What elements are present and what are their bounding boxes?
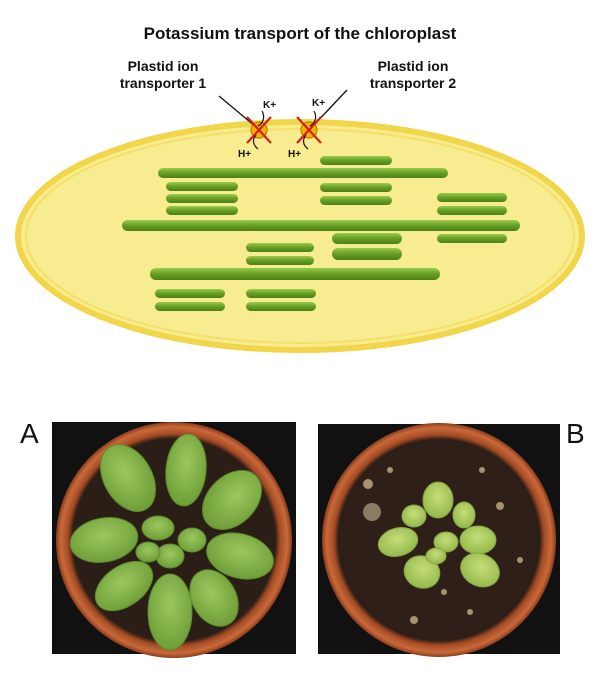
transporter-2-label: Plastid ion transporter 2: [348, 58, 478, 92]
granum-disc: [155, 302, 225, 311]
granum-disc: [166, 194, 238, 203]
transporter-2-k-ion: K+: [312, 98, 325, 109]
stroma-lamella: [158, 168, 448, 178]
granum-disc: [437, 193, 507, 202]
granum-disc: [320, 156, 392, 165]
stroma-lamella: [150, 268, 440, 280]
granum-disc: [166, 182, 238, 191]
transporter-1: K+ H+: [218, 95, 276, 160]
plant-mutant-photo: [318, 423, 560, 657]
panel-a-letter: A: [20, 418, 39, 449]
transporter-1-k-ion: K+: [263, 100, 276, 111]
diagram-title: Potassium transport of the chloroplast: [143, 24, 457, 43]
transporter-2-h-ion: H+: [288, 149, 301, 160]
cross-icon: [296, 116, 322, 144]
chloroplast-inner-membrane: [25, 128, 575, 344]
granum-disc: [332, 233, 402, 244]
k-arrow-icon: [257, 110, 265, 127]
granum-disc: [320, 196, 392, 205]
transporter-1-label-line2: transporter 1: [119, 75, 207, 91]
granum-disc: [246, 256, 314, 265]
granum-disc: [437, 206, 507, 215]
granum-disc: [320, 183, 392, 192]
k-arrow-icon: [309, 110, 317, 127]
cross-icon: [246, 116, 272, 144]
transporter-2: K+ H+: [288, 89, 348, 160]
stroma-lamella: [122, 220, 520, 231]
granum-disc: [246, 289, 316, 298]
granum-disc: [246, 302, 316, 311]
rosette-b-icon: [377, 481, 500, 589]
h-arrow-icon: [252, 134, 259, 150]
pointer-line: [218, 95, 257, 128]
transporter-2-label-line1: Plastid ion: [377, 58, 449, 74]
granum-disc: [437, 234, 507, 243]
granum-disc: [332, 248, 402, 260]
h-arrow-icon: [302, 134, 309, 150]
transporter-1-h-ion: H+: [238, 149, 251, 160]
transporter-1-label: Plastid ion transporter 1: [98, 58, 228, 92]
granum-disc: [246, 243, 314, 252]
granum-disc: [166, 206, 238, 215]
soil-particles-icon: [363, 467, 523, 624]
rosette-a-icon: [69, 433, 274, 651]
panel-b-letter: B: [566, 418, 585, 449]
plant-wild-type-photo: [52, 422, 296, 658]
transporter-2-label-line2: transporter 2: [369, 75, 457, 91]
thylakoid-network: [122, 156, 520, 311]
granum-disc: [155, 289, 225, 298]
transporter-1-label-line1: Plastid ion: [127, 58, 199, 74]
